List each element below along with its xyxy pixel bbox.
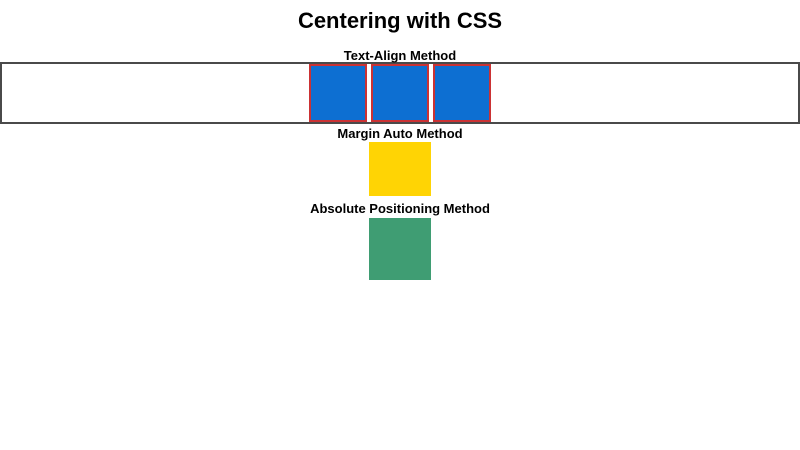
- page-title: Centering with CSS: [297, 8, 503, 33]
- absolute-positioning-green-square: [369, 218, 431, 280]
- absolute-positioning-container: [0, 218, 800, 280]
- text-align-method-label: Text-Align Method: [343, 48, 457, 63]
- text-align-container: [0, 62, 800, 124]
- absolute-positioning-method-label: Absolute Positioning Method: [310, 201, 490, 216]
- text-align-blue-square-2: [371, 64, 429, 122]
- text-align-blue-square-3: [433, 64, 491, 122]
- margin-auto-method-label: Margin Auto Method: [337, 126, 463, 141]
- text-align-blue-square-1: [309, 64, 367, 122]
- page: Centering with CSS Text-Align Method Mar…: [0, 8, 800, 280]
- margin-auto-yellow-square: [369, 142, 431, 196]
